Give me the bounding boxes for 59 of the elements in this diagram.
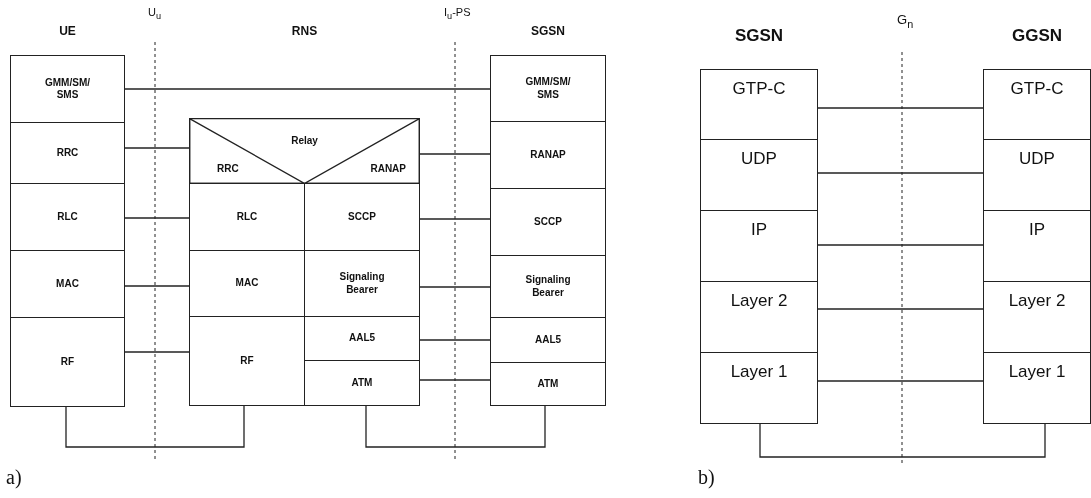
- protocol-layer-box: RANAP: [490, 121, 606, 189]
- protocol-layer-box: ATM: [304, 360, 420, 406]
- protocol-layer-box: ATM: [490, 362, 606, 406]
- protocol-layer-box: Layer 2: [700, 281, 818, 353]
- protocol-layer-box: RLC: [10, 183, 125, 251]
- connection-line: [817, 380, 984, 382]
- protocol-layer-box: RRC: [10, 122, 125, 184]
- protocol-layer-box: IP: [700, 210, 818, 282]
- protocol-stack: [983, 26, 1091, 424]
- connection-line: [365, 405, 546, 448]
- connection-line: [124, 351, 190, 353]
- stack-heading: SGSN: [733, 26, 785, 46]
- protocol-stack: [189, 24, 420, 406]
- connection-line: [65, 405, 245, 448]
- panel-label: a): [6, 466, 22, 489]
- connection-line: [124, 88, 491, 90]
- protocol-layer-box: MAC: [10, 250, 125, 318]
- protocol-layer-box: Signaling Bearer: [490, 255, 606, 318]
- connection-line: [759, 423, 1046, 458]
- protocol-layer-box: RF: [10, 317, 125, 407]
- layer-label: RANAP: [370, 163, 406, 174]
- protocol-layer-box: GMM/SM/SMS: [10, 55, 125, 123]
- layer-label: Relay: [290, 135, 319, 146]
- connection-line: [817, 107, 984, 109]
- protocol-layer-box: GMM/SM/SMS: [490, 55, 606, 122]
- interface-label: U$_{u}$: [148, 6, 162, 22]
- protocol-layer-box: GTP-C: [983, 69, 1091, 140]
- connection-line: [817, 308, 984, 310]
- connection-line: [419, 339, 491, 341]
- protocol-stack: [490, 24, 606, 406]
- protocol-layer-box: Layer 1: [983, 352, 1091, 424]
- connection-line: [124, 147, 190, 149]
- protocol-layer-box: Layer 1: [700, 352, 818, 424]
- connection-line: [124, 285, 190, 287]
- protocol-stack: [700, 26, 818, 424]
- protocol-stack: [10, 24, 125, 407]
- protocol-layer-box: Layer 2: [983, 281, 1091, 353]
- stack-heading: SGSN: [530, 24, 566, 38]
- protocol-layer-box: IP: [983, 210, 1091, 282]
- connection-line: [817, 172, 984, 174]
- protocol-layer-box: RF: [189, 316, 305, 406]
- connection-line: [419, 218, 491, 220]
- protocol-layer-box: UDP: [983, 139, 1091, 211]
- connection-line: [419, 153, 491, 155]
- stack-heading: GGSN: [1010, 26, 1064, 46]
- protocol-layer-box: SCCP: [490, 188, 606, 256]
- stack-heading: RNS: [290, 24, 319, 38]
- interface-label: G$_{n}$: [897, 12, 914, 30]
- protocol-layer-box: UDP: [700, 139, 818, 211]
- panel-label: b): [698, 466, 715, 489]
- connection-line: [419, 286, 491, 288]
- connection-line: [124, 217, 190, 219]
- protocol-layer-box: AAL5: [490, 317, 606, 363]
- stack-heading: UE: [58, 24, 77, 38]
- connection-line: [419, 379, 491, 381]
- connection-line: [817, 244, 984, 246]
- layer-label: RRC: [217, 163, 239, 174]
- protocol-layer-box: GTP-C: [700, 69, 818, 140]
- interface-label: I$_{u}$-PS: [444, 6, 471, 22]
